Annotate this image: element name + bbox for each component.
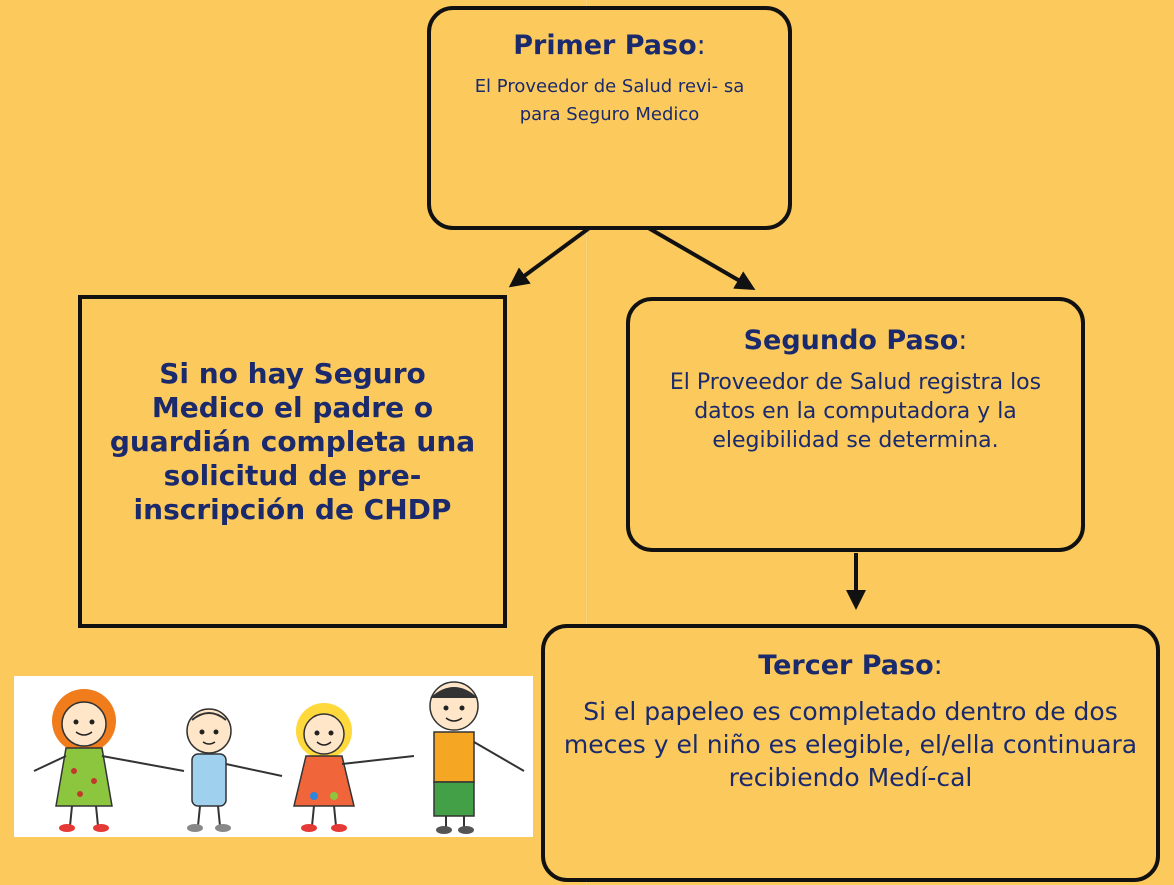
segundo-paso-title: Segundo Paso: [743, 325, 968, 356]
segundo-paso-text: El Proveedor de Salud registra los datos… [669, 370, 1042, 453]
family-children-illustration [14, 676, 533, 837]
girl-orange-hair-figure [33, 689, 185, 832]
paper-fold-line [585, 0, 588, 885]
tercer-paso-text: Si el papeleo es completado dentro de do… [563, 697, 1138, 792]
tall-boy-figure [429, 681, 525, 834]
primer-paso-title: Primer Paso: [513, 30, 706, 61]
primer-paso-box: Primer Paso: El Proveedor de Salud revi-… [427, 6, 792, 230]
tercer-paso-title: Tercer Paso: [758, 650, 943, 681]
sin-seguro-text: Si no hay Seguro Medico el padre o guard… [109, 357, 476, 526]
segundo-paso-box: Segundo Paso: El Proveedor de Salud regi… [626, 297, 1085, 552]
small-boy-figure [186, 708, 283, 832]
arrow-to-seguro [508, 224, 594, 288]
girl-yellow-hair-figure [293, 703, 415, 832]
primer-paso-text: El Proveedor de Salud revi- sa para Segu… [474, 76, 745, 125]
sin-seguro-box: Si no hay Seguro Medico el padre o guard… [78, 295, 507, 628]
arrow-to-segundo [643, 224, 756, 291]
tercer-paso-box: Tercer Paso: Si el papeleo es completado… [541, 624, 1160, 882]
